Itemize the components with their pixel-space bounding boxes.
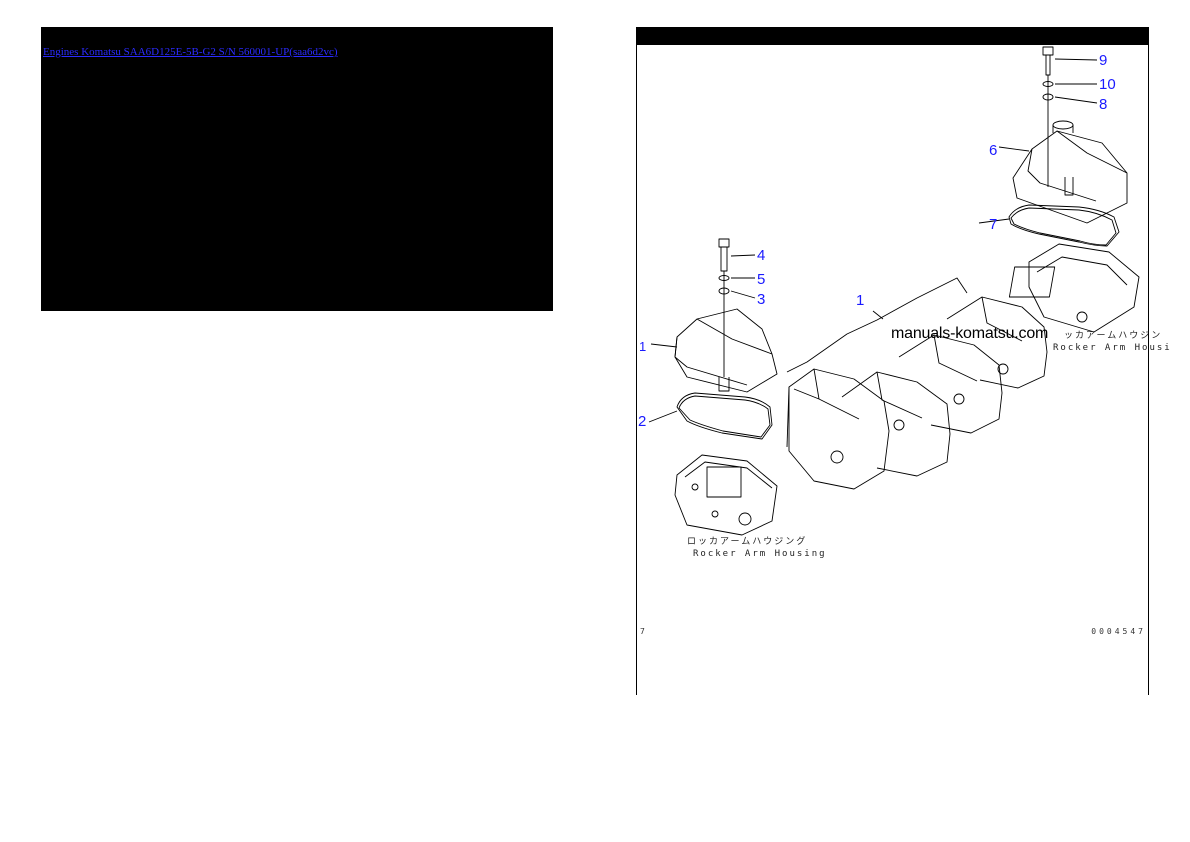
- rocker-arm-housing-en-left: Rocker Arm Housing: [693, 549, 827, 559]
- callout-5[interactable]: 5: [757, 271, 766, 288]
- rocker-arm-housing-jp-right: ッカアームハウジン: [1064, 331, 1163, 341]
- diagram-header-bar: [637, 27, 1148, 45]
- page-mark: 7: [640, 627, 645, 636]
- callout-10[interactable]: 10: [1099, 76, 1116, 93]
- callout-1[interactable]: 1: [856, 292, 865, 309]
- title-panel: Engines Komatsu SAA6D125E-5B-G2 S/N 5600…: [41, 27, 553, 311]
- callout-3[interactable]: 3: [757, 291, 766, 308]
- callout-4[interactable]: 4: [757, 247, 766, 264]
- watermark: manuals-komatsu.com: [891, 325, 1049, 342]
- callout-1-partial[interactable]: 1: [639, 339, 647, 354]
- callout-9[interactable]: 9: [1099, 52, 1108, 69]
- callout-2[interactable]: 2: [638, 413, 647, 430]
- rocker-arm-housing-jp-left: ロッカアームハウジング: [687, 537, 808, 547]
- rocker-arm-housing-en-right: Rocker Arm Housi: [1053, 343, 1172, 353]
- callout-6[interactable]: 6: [989, 142, 998, 159]
- exploded-parts-diagram: [648, 46, 1140, 536]
- callout-8[interactable]: 8: [1099, 96, 1108, 113]
- parts-diagram-panel: 9 10 8 6 7 4 5 3 1 1 2 ロッカアームハウジング Rocke…: [636, 27, 1170, 695]
- drawing-number: 0004547: [1091, 627, 1146, 636]
- callout-7[interactable]: 7: [989, 216, 998, 233]
- engine-model-link[interactable]: Engines Komatsu SAA6D125E-5B-G2 S/N 5600…: [43, 46, 338, 58]
